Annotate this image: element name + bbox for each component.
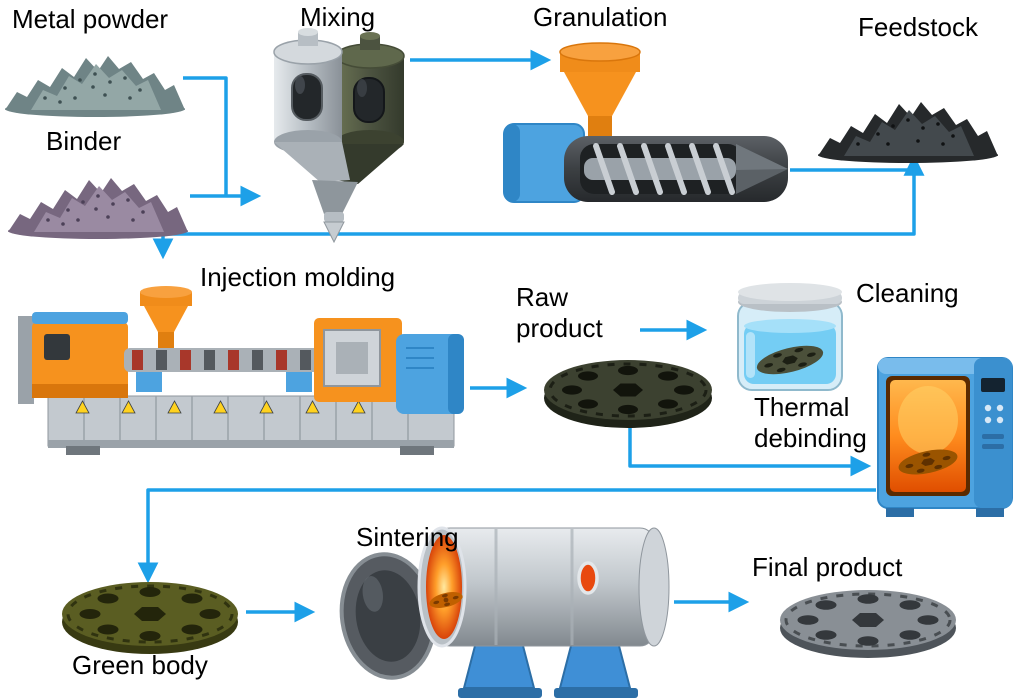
mixing-machine-illustration [273, 28, 405, 244]
furnace-interior-glow [426, 535, 462, 639]
arrow-feedstock-to-injection-molding [152, 170, 916, 260]
arrow-debinding-to-green-body [137, 488, 876, 584]
injection-molding-machine-illustration [18, 286, 464, 455]
green-body-part-icon [62, 582, 238, 654]
feedstock-label: Feedstock [858, 12, 978, 42]
sintering-label: Sintering [356, 522, 459, 552]
furnace-door-icon [339, 552, 437, 680]
heater-bands [132, 350, 311, 370]
injection-barrel [124, 348, 324, 372]
injection-funnel-icon [140, 286, 192, 350]
granulation-extruder-illustration [503, 42, 788, 203]
thermal-debinding-label-line2: debinding [754, 422, 867, 453]
raw-product-label: Raw product [516, 282, 603, 343]
feedstock-pile-icon [818, 102, 998, 163]
binder-label: Binder [46, 126, 122, 156]
extruder-screw-icon [593, 143, 735, 195]
furnace-window-icon [577, 561, 599, 595]
metal-powder-pile-icon [5, 56, 185, 117]
final-product-label: Final product [752, 552, 903, 582]
furnace-control-panel [974, 358, 1012, 508]
jar-lid [738, 283, 842, 312]
furnace-stand-right [558, 641, 632, 689]
machine-base [47, 395, 455, 447]
furnace-stand-left [462, 641, 536, 689]
thermal-debinding-label-line1: Thermal [754, 392, 850, 422]
final-product-part-icon [780, 590, 956, 658]
arrow-raw-product-to-debinding [628, 424, 872, 477]
raw-product-part-icon [544, 360, 712, 428]
part-in-furnace-icon [898, 449, 958, 475]
metal-powder-label: Metal powder [12, 4, 169, 34]
binder-pile-icon [8, 178, 188, 239]
mixing-hopper-left [273, 28, 350, 182]
part-in-jar-icon [756, 345, 824, 375]
sintering-furnace-illustration [339, 526, 670, 698]
green-body-label: Green body [72, 650, 208, 680]
mixing-hopper-right [335, 32, 405, 184]
extruder-funnel-icon [559, 42, 641, 140]
cleaning-jar-illustration [737, 283, 843, 391]
thermal-debinding-label: Thermal debinding [754, 392, 867, 453]
mixing-label: Mixing [300, 2, 376, 32]
arrow-metal-powder-elbow [183, 76, 228, 196]
furnace-tube [435, 527, 655, 647]
machine-end-block [396, 334, 464, 414]
warning-triangle-icons [75, 400, 366, 414]
cleaning-label: Cleaning [856, 278, 959, 308]
mixing-nozzle [312, 180, 358, 244]
debinding-furnace-illustration [877, 357, 1013, 517]
injection-molding-label: Injection molding [200, 262, 396, 292]
granulation-label: Granulation [533, 2, 668, 32]
raw-product-label-line1: Raw [516, 282, 569, 312]
flow-arrows [137, 49, 925, 623]
raw-product-label-line2: product [516, 312, 603, 343]
extruder-barrel [564, 136, 788, 202]
part-in-sintering-icon [429, 592, 463, 608]
